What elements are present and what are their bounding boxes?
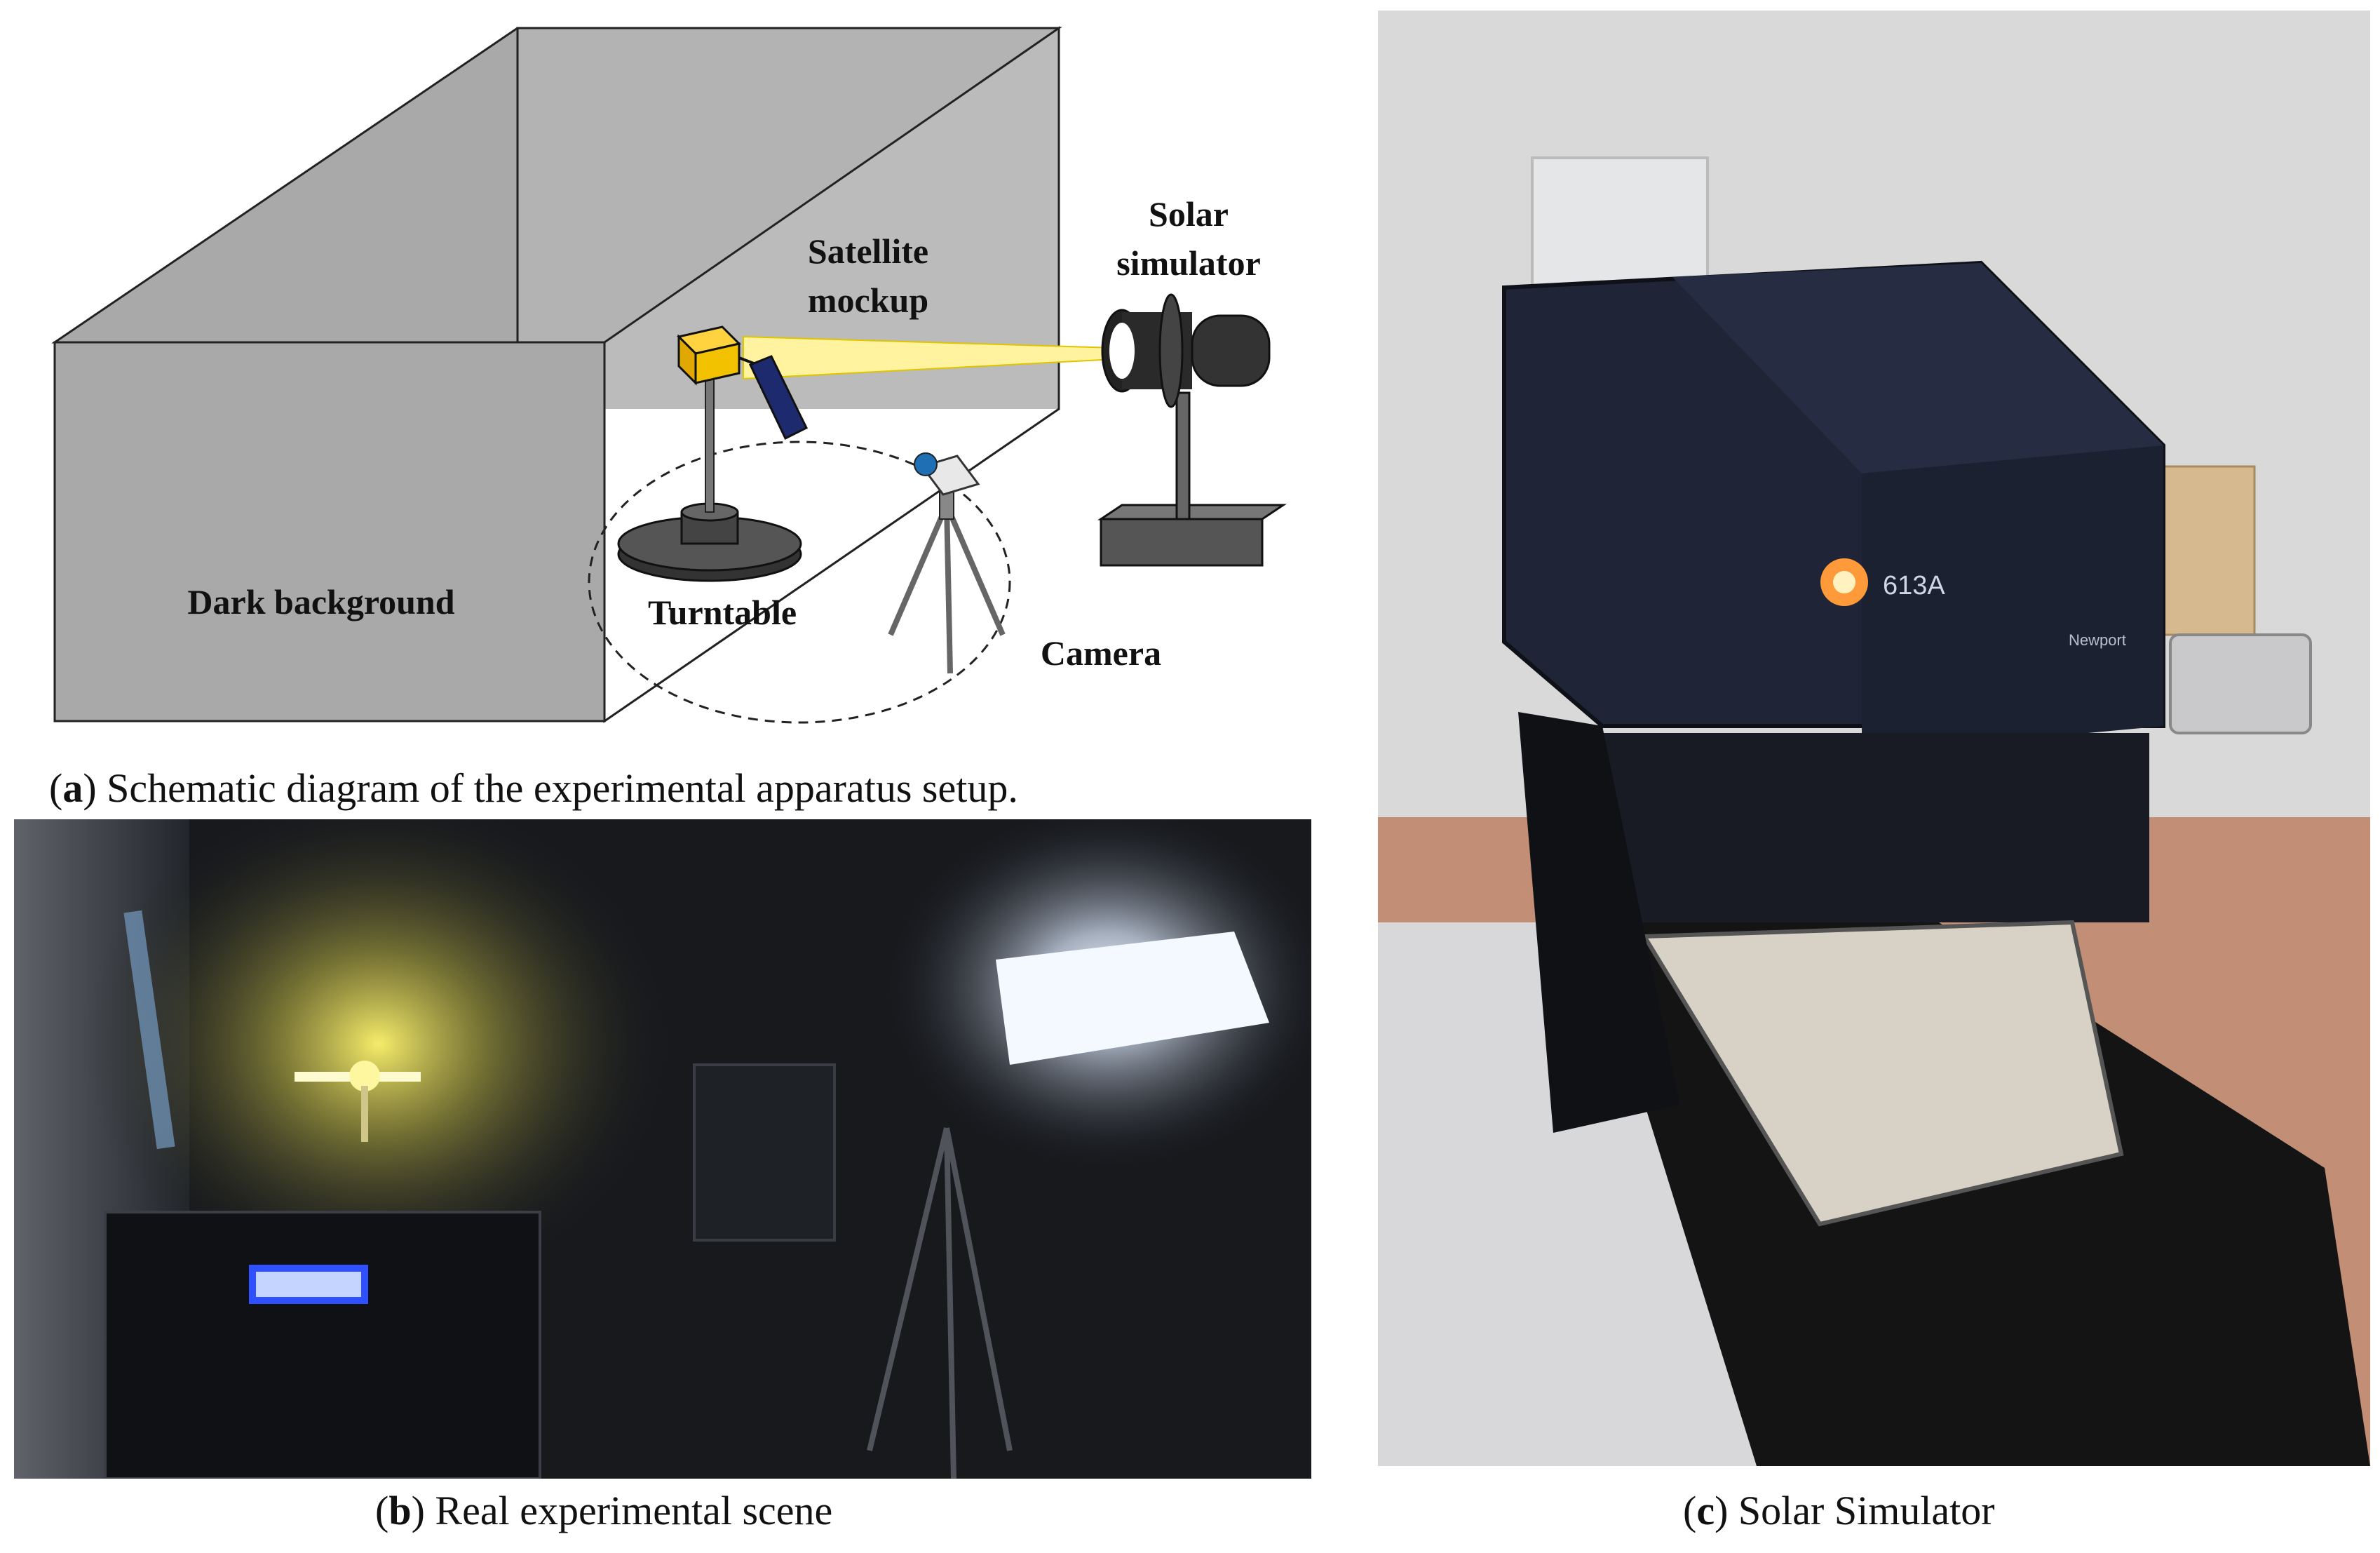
label-turntable: Turntable xyxy=(648,593,797,632)
label-camera: Camera xyxy=(1041,633,1161,673)
camera-orbit xyxy=(588,441,1011,724)
model-label: 613A xyxy=(1883,571,1945,600)
solar-panel xyxy=(748,355,809,441)
label-simulator: simulator xyxy=(1116,243,1261,283)
box-front-wall xyxy=(53,341,606,722)
mirror-panel xyxy=(1640,920,2124,1227)
solar-simulator-svg: 613A Newport xyxy=(1378,11,2370,1466)
camera-tripod xyxy=(888,452,1006,674)
solar-simulator-device xyxy=(1097,293,1287,567)
satellite-mockup xyxy=(677,325,809,441)
brand-label: Newport xyxy=(2069,631,2126,649)
display-screen xyxy=(249,1265,368,1304)
label-solar: Solar xyxy=(1149,194,1229,234)
light-window xyxy=(996,932,1269,1065)
turntable xyxy=(617,364,802,582)
label-satellite: Satellite xyxy=(808,231,928,271)
schematic-diagram: Solar simulator Satellite mockup Dark ba… xyxy=(0,0,1332,744)
label-dark-background: Dark background xyxy=(187,582,454,621)
caption-b: (b) Real experimental scene xyxy=(375,1488,833,1533)
label-mockup: mockup xyxy=(808,281,928,320)
schematic-svg: Solar simulator Satellite mockup Dark ba… xyxy=(51,26,1287,724)
real-scene-svg xyxy=(14,819,1311,1479)
caption-c: (c) Solar Simulator xyxy=(1683,1488,1995,1533)
photo-solar-simulator: 613A Newport xyxy=(1378,11,2370,1466)
photo-real-scene xyxy=(14,819,1311,1479)
caption-a: (a) Schematic diagram of the experimenta… xyxy=(49,765,1018,811)
